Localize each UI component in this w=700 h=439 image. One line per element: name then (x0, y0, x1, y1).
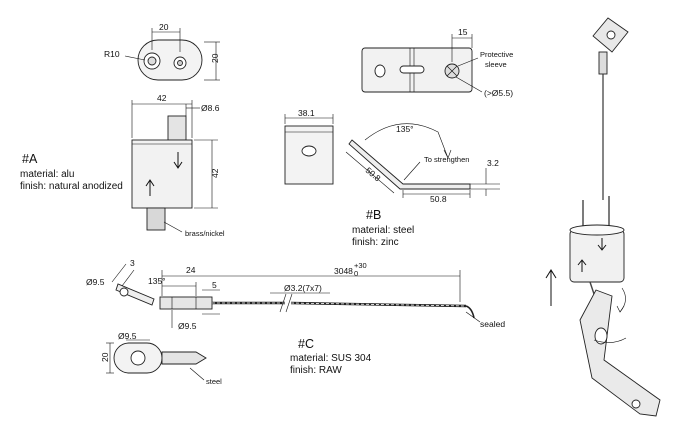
assembly-illustration (545, 17, 661, 417)
dim-hole-size: (>Ø5.5) (484, 88, 513, 98)
part-b-face (284, 114, 334, 185)
pin-material-note: brass/nickel (185, 229, 225, 238)
part-b-material: material: steel (352, 225, 414, 236)
dim-pin-diameter: Ø8.6 (201, 103, 220, 113)
sleeve-note-line-2: sleeve (485, 60, 507, 69)
dim-radius: R10 (104, 49, 120, 59)
dim-cable-spec: Ø3.2(7x7) (284, 283, 322, 293)
part-a-block (131, 100, 218, 233)
dim-side-height: 20 (100, 352, 110, 362)
dim-eye-thickness: 3 (130, 258, 135, 268)
part-c-material: material: SUS 304 (290, 353, 372, 364)
dim-tolerance-upper: +30 (354, 261, 367, 270)
part-a-material: material: alu (20, 169, 74, 180)
steel-note: steel (206, 377, 222, 386)
sleeve-note-line-1: Protective (480, 50, 513, 59)
dim-face-width: 38.1 (298, 108, 315, 118)
part-c-cable (111, 263, 481, 328)
dim-thickness: 3.2 (487, 158, 499, 168)
dim-ferrule-height: 5 (212, 280, 217, 290)
dim-eye-angle: 135° (148, 276, 166, 286)
dim-slot-height: 20 (210, 53, 220, 63)
part-c-id: #C (298, 337, 314, 351)
part-a-finish: finish: natural anodized (20, 181, 123, 192)
dim-block-height: 42 (210, 168, 220, 178)
strengthen-note: To strengthen (424, 155, 469, 164)
part-c-side-view (106, 339, 207, 381)
part-a-top-plate (124, 28, 220, 81)
dim-block-width: 42 (157, 93, 167, 103)
part-a-id: #A (22, 152, 38, 166)
dim-eye-diameter: Ø9.5 (86, 277, 105, 287)
dim-slot-length: 20 (159, 22, 169, 32)
dim-ferrule-diameter: Ø9.5 (178, 321, 197, 331)
part-b-top-plate (361, 34, 483, 93)
dim-sleeve-offset: 15 (458, 27, 468, 37)
dim-tolerance-lower: 0 (354, 269, 358, 278)
part-b-id: #B (366, 208, 381, 222)
dim-side-diameter: Ø9.5 (118, 331, 137, 341)
part-b-bend (345, 123, 500, 198)
sealed-note: sealed (480, 319, 505, 329)
part-c-finish: finish: RAW (290, 365, 342, 376)
dim-total-length: 3048 (334, 266, 353, 276)
dim-ferrule-length: 24 (186, 265, 196, 275)
dim-leg-b: 50.8 (430, 194, 447, 204)
part-b-finish: finish: zinc (352, 237, 399, 248)
dim-bend-angle: 135° (396, 124, 414, 134)
